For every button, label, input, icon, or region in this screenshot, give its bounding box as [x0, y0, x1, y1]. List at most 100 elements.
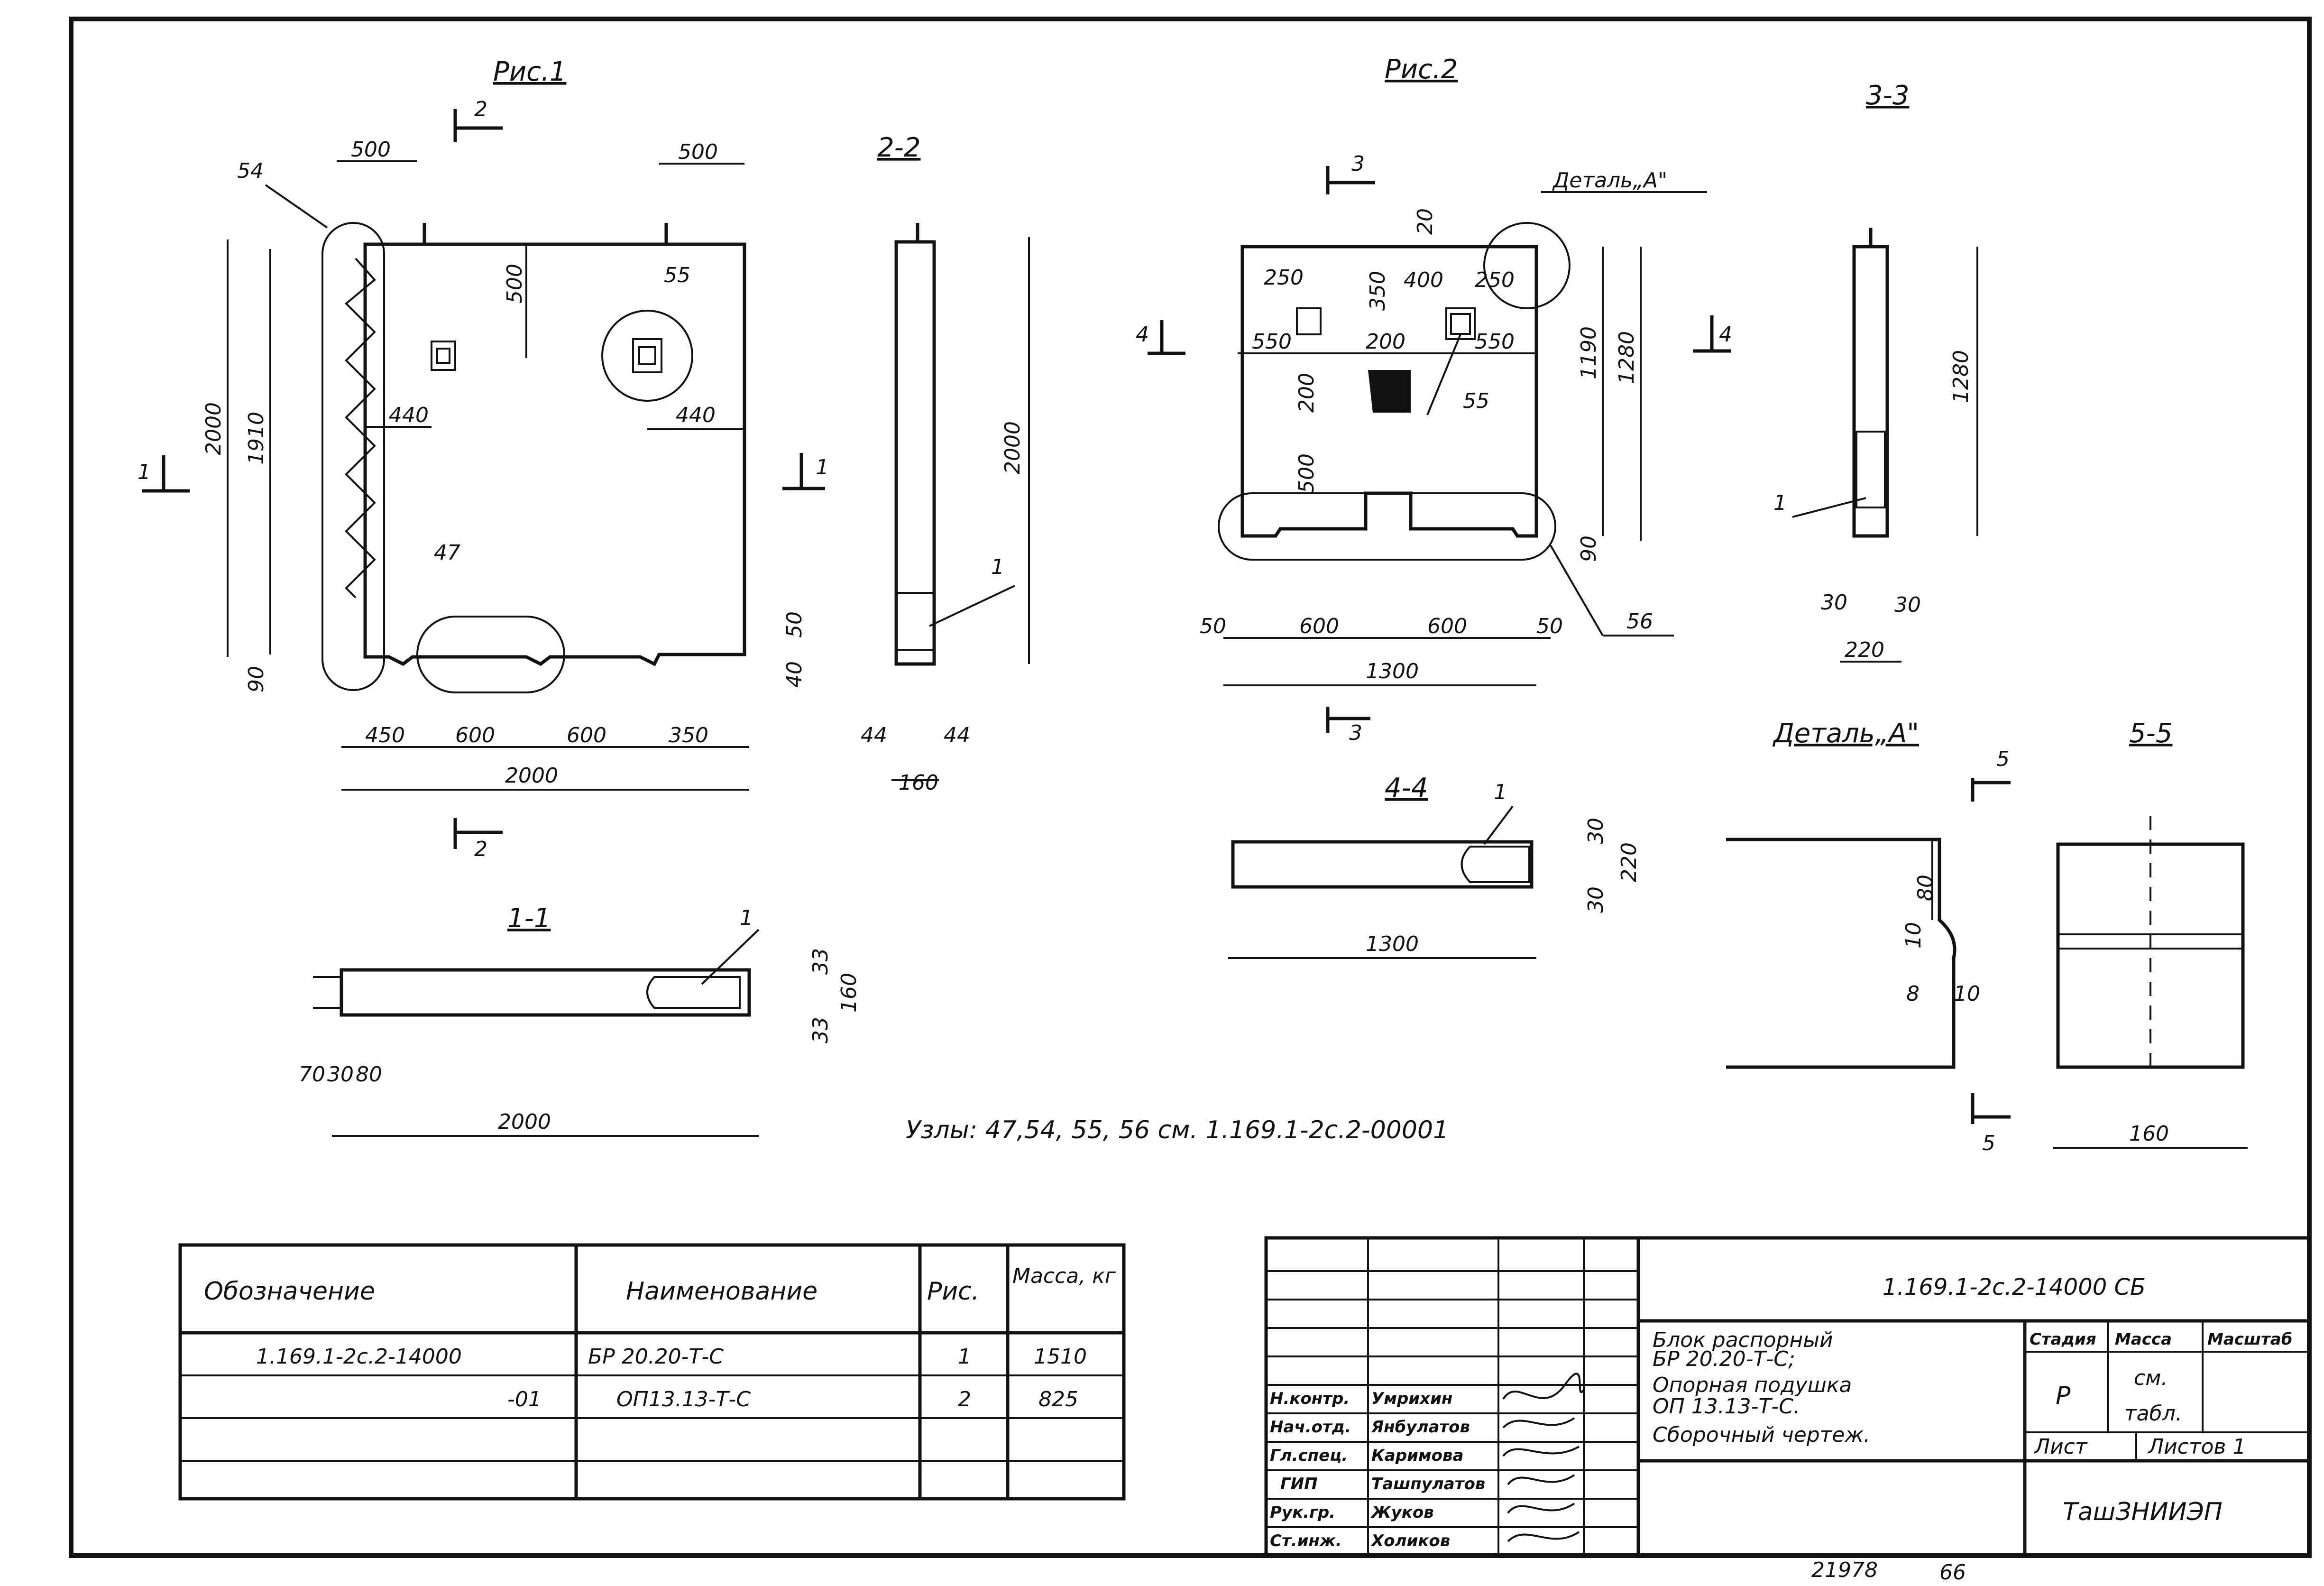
nodes-note: Узлы: 47,54, 55, 56 см. 1.169.1-2с.2-000…: [906, 1116, 1449, 1144]
leader-line: [1550, 544, 1604, 636]
fig2-dim-1190: 1190: [1577, 326, 1601, 379]
fig2-view: Рис.2 Деталь„А" 20 250 350 400 250 550 2…: [1136, 54, 1732, 745]
cut-mark-4-right: 4: [1719, 323, 1732, 347]
fig1-dim-500-vert: 500: [503, 264, 527, 304]
fig2-plate-right: [1445, 307, 1476, 340]
leader-line: [1483, 805, 1514, 845]
sheet-frame: [69, 17, 2312, 1558]
cut-mark-3-top: 3: [1351, 152, 1365, 176]
fig2-dim-600-a: 600: [1299, 614, 1339, 638]
tb-role-2: Гл.спец.: [1270, 1446, 1348, 1465]
sec-3-3-outline: [1852, 245, 1889, 538]
fig2-dim-400: 400: [1404, 268, 1443, 292]
fig2-title: Рис.2: [1385, 54, 1458, 85]
section-2-2: 2-2 2000 50 40 44 44 160 1: [782, 132, 1030, 795]
fig1-dim-2000-horiz: 2000: [505, 764, 558, 788]
fig1-dim-440-left: 440: [389, 403, 429, 427]
cut-mark-1-right: 1: [816, 455, 829, 479]
leader-line: [1792, 497, 1866, 518]
fig1-zigzag-rebar: [345, 258, 376, 599]
detail-a-dim-8: 8: [1906, 982, 1920, 1006]
fig2-dim-250-a: 250: [1264, 266, 1304, 290]
detail-a-circle: [1483, 222, 1571, 309]
fig2-node-55: 55: [1463, 389, 1489, 413]
fig1-dim-350: 350: [669, 723, 708, 747]
fig2-dim-1300: 1300: [1366, 659, 1419, 683]
tb-role-0: Н.контр.: [1270, 1389, 1350, 1408]
tb-title-line4: ОП 13.13-Т-С.: [1653, 1394, 1800, 1419]
sec-1-1-dim-70: 70: [299, 1062, 325, 1087]
tb-title-line1: Блок распорный: [1653, 1328, 1833, 1352]
tb-col-mass: Масса: [2115, 1330, 2172, 1349]
spec-row1-designation: 1.169.1-2с.2-14000: [256, 1345, 462, 1369]
detail-a-outline: [1726, 838, 1957, 1069]
footer-page: 66: [1939, 1560, 1966, 1584]
fig1-dim-600-b: 600: [567, 723, 606, 747]
detail-a-dim-80: 80: [1913, 875, 1938, 901]
tb-doc-code: 1.169.1-2с.2-14000 СБ: [1883, 1274, 2146, 1300]
fig1-node-47: 47: [434, 541, 460, 565]
sec-2-2-dim-40: 40: [782, 661, 807, 688]
cut-mark-3-bottom: 3: [1349, 721, 1362, 745]
sec-1-1-outline: [340, 968, 751, 1017]
fig1-plate-right-inner: [638, 346, 656, 365]
sec-3-3-dim-1280: 1280: [1949, 350, 1973, 403]
fig1-dim-440-right: 440: [676, 403, 716, 427]
cut-mark-2-bottom: 2: [474, 837, 487, 861]
fig1-title: Рис.1: [493, 56, 566, 87]
title-block: 1.169.1-2с.2-14000 СБ Блок распорный БР …: [1264, 1236, 2311, 1558]
detail-a-dim-10-a: 10: [1901, 922, 1926, 949]
fig1-plate-left-inner: [436, 348, 450, 364]
fig1-plate-left: [431, 341, 456, 371]
spec-row2-mass: 825: [1038, 1387, 1078, 1411]
leader-line: [929, 585, 1015, 627]
tb-mass-value-1: см.: [2134, 1366, 2168, 1390]
tb-name-2: Каримова: [1371, 1446, 1464, 1465]
sec-3-3-dim-30-a: 30: [1821, 590, 1847, 615]
fig2-dim-90: 90: [1577, 535, 1601, 562]
tb-stage-value: Р: [2056, 1382, 2071, 1410]
fig1-node-55: 55: [664, 263, 690, 287]
detail-a-view: Деталь„А" 80 10 8 10 5 5: [1726, 718, 2011, 1155]
fig2-dim-200-h: 200: [1366, 330, 1405, 354]
node-54-outline: [322, 222, 385, 691]
fig1-dim-500-top-right: 500: [678, 140, 718, 164]
sec-5-5-title: 5-5: [2129, 718, 2172, 749]
fig1-dim-90: 90: [244, 666, 268, 692]
tb-role-5: Ст.инж.: [1270, 1531, 1342, 1550]
fig2-dim-550-a: 550: [1252, 330, 1292, 354]
tb-org: ТашЗНИИЭП: [2063, 1498, 2223, 1526]
sec-3-3-dim-30-b: 30: [1894, 593, 1921, 617]
sec-2-2-note-1: 1: [991, 555, 1004, 579]
fig2-dim-1280: 1280: [1615, 331, 1639, 384]
fig1-panel-outline: [363, 242, 746, 666]
sec-1-1-dim-80: 80: [356, 1062, 382, 1087]
fig1-view: Рис.1 500 500 500 2000 1910 440 440 90 4…: [138, 56, 829, 861]
fig1-dim-450: 450: [365, 723, 405, 747]
sec-3-3-note-1: 1: [1773, 491, 1787, 515]
tb-role-1: Нач.отд.: [1270, 1418, 1351, 1437]
sec-2-2-dim-160: 160: [899, 771, 938, 795]
fig2-dim-350: 350: [1366, 271, 1390, 311]
fig1-dim-600-a: 600: [455, 723, 495, 747]
leader-line: [265, 184, 328, 229]
sec-4-4-dim-220: 220: [1617, 842, 1641, 882]
node-47-outline: [416, 616, 565, 693]
signatures-scribble: [1502, 1373, 1585, 1542]
fig1-dim-2000-vert: 2000: [202, 402, 226, 455]
sec-4-4-note-1: 1: [1494, 780, 1507, 804]
spec-row2-name: ОП13.13-Т-С: [616, 1387, 751, 1411]
detail-a-dim-10-b: 10: [1954, 982, 1980, 1006]
table-border: [178, 1243, 1126, 1501]
detail-a-title: Деталь„А": [1772, 718, 1919, 749]
fig2-dim-20: 20: [1413, 208, 1437, 235]
section-5-5: 5-5 160: [2053, 718, 2248, 1149]
fig2-plate-left: [1296, 307, 1322, 335]
spec-header-name: Наименование: [626, 1277, 818, 1306]
spec-header-mass: Масса, кг: [1012, 1264, 1116, 1288]
spec-row1-mass: 1510: [1034, 1345, 1087, 1369]
sec-3-3-detail: [1856, 431, 1886, 508]
sec-1-1-dim-33-b: 33: [808, 1017, 833, 1043]
node-56-outline: [1218, 492, 1556, 561]
